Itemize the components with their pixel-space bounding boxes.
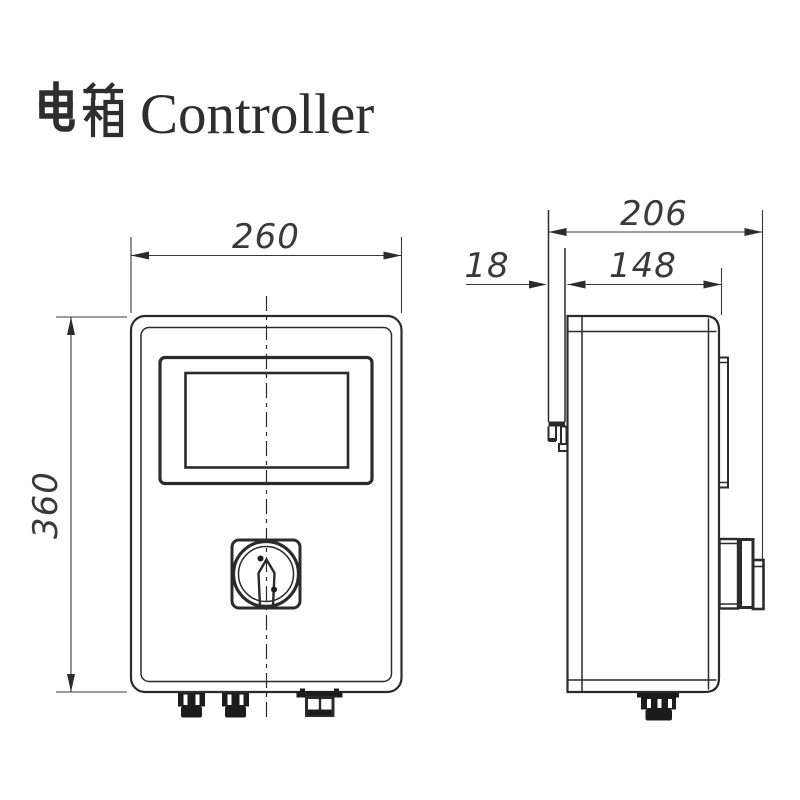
display-frame: [158, 355, 374, 486]
side-lid-seams: [567, 330, 717, 681]
bottom-connector: [296, 688, 343, 717]
cable-gland-side: [637, 693, 679, 721]
title-en-text: Controller: [140, 83, 374, 146]
dim-label-front-width: 260: [232, 217, 300, 257]
wall-bracket: [547, 210, 569, 452]
display-edge-side: [718, 356, 729, 489]
side-enclosure-outline: [566, 314, 721, 694]
rotary-switch-handle: [257, 557, 276, 608]
dimension-front-width: 260: [130, 217, 403, 313]
dim-label-front-height: 360: [26, 471, 66, 539]
rotary-switch-side: [718, 537, 765, 611]
display-screen: [184, 371, 350, 469]
rotary-switch: [230, 538, 302, 610]
dim-label-side-body-depth: 148: [609, 246, 677, 286]
dimension-side-mount-offset: 18: [464, 246, 547, 289]
side-view: [547, 210, 765, 721]
front-door-seam: [140, 326, 393, 683]
dimension-side-total-depth: 206: [548, 194, 764, 560]
title-zh-glyph-xiang: [82, 82, 124, 138]
front-enclosure-outline: [129, 314, 403, 694]
cable-gland-left: [178, 693, 205, 718]
title-zh-glyph-dian: [39, 81, 75, 132]
switch-position-dot-2: [271, 586, 277, 593]
dimension-front-height: 360: [26, 316, 127, 693]
front-view: [129, 296, 403, 721]
dim-label-side-mount-offset: 18: [464, 246, 509, 286]
cable-gland-middle: [222, 693, 249, 718]
rotary-switch-ring-inner: [237, 545, 295, 603]
drawing-title: Controller: [39, 81, 374, 146]
dimension-side-body-depth: 148: [567, 246, 723, 315]
dim-label-side-total-depth: 206: [620, 194, 688, 234]
switch-position-dot-1: [257, 555, 264, 562]
